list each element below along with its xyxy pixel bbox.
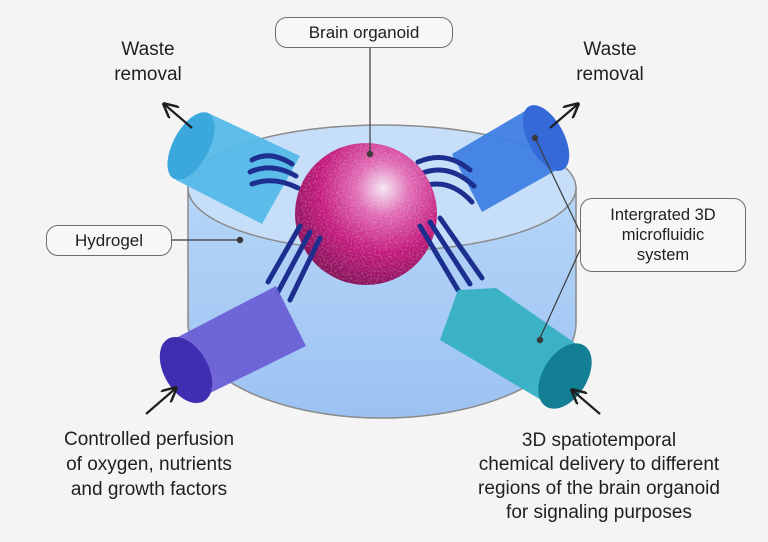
waste-removal-right-label: Waste removal xyxy=(576,39,644,85)
waste-removal-left-label: Waste removal xyxy=(114,39,182,85)
delivery-label: 3D spatiotemporal chemical delivery to d… xyxy=(478,430,720,523)
brain-organoid xyxy=(295,143,437,285)
arrow-delivery-in xyxy=(572,390,601,415)
flow-arrows xyxy=(145,104,601,415)
tube-top-left xyxy=(167,112,301,224)
leader-lines xyxy=(172,47,581,344)
arrow-waste-left xyxy=(164,104,193,129)
brain-organoid-label: Brain organoid xyxy=(275,17,453,48)
perfusion-label: Controlled perfusion of oxygen, nutrient… xyxy=(63,429,235,500)
arrow-perfusion-in xyxy=(145,388,176,415)
arrow-waste-right xyxy=(549,104,578,129)
hydrogel-label: Hydrogel xyxy=(46,225,172,256)
tube-top-right xyxy=(415,105,570,212)
microfluidic-system-label: Intergrated 3D microfluidic system xyxy=(580,198,746,272)
